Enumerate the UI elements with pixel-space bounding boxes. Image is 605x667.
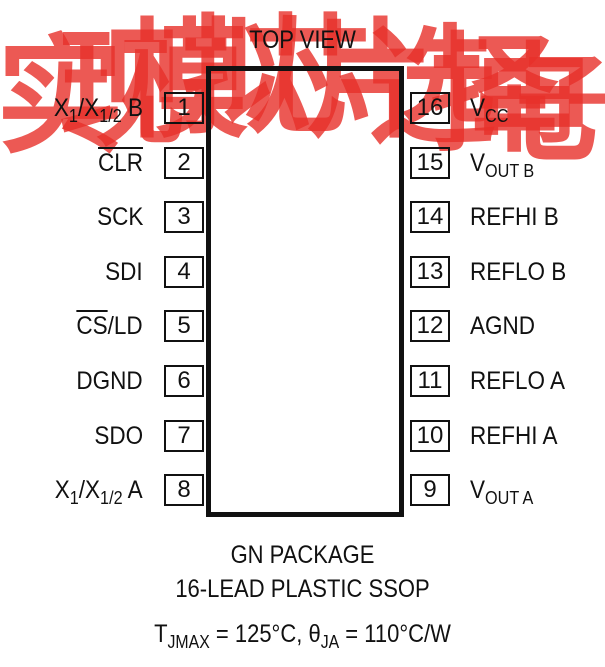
pin-label-part: OUT A <box>485 488 534 509</box>
pin-label-part: /X <box>79 476 101 505</box>
pin-number-box: 4 <box>164 255 204 288</box>
theta-value: = 110°C/W <box>339 620 451 648</box>
top-view-label: TOP VIEW <box>249 26 356 54</box>
pin-label-part: DGND <box>76 367 143 395</box>
pin-number-box: 3 <box>164 201 204 234</box>
pin-number-box: 14 <box>410 201 450 234</box>
pin-number-box: 12 <box>410 310 450 343</box>
pin-number-box: 15 <box>410 146 450 179</box>
pin-number-box: 16 <box>410 92 450 124</box>
theta-symbol: θ <box>308 620 321 648</box>
pin-label-part: REFHI A <box>470 421 558 450</box>
pin-label-part: V <box>470 148 486 177</box>
pin-number-box: 2 <box>164 146 204 179</box>
pin-label-part: REFLO B <box>470 257 567 286</box>
pin-number-box: 7 <box>164 419 204 452</box>
pin-label: X1/X1/2 A <box>55 474 143 514</box>
pin-label: DGND <box>77 365 143 397</box>
pin-number-box: 5 <box>164 310 204 343</box>
pin-label-part: CS <box>76 312 108 341</box>
pin-label-part: AGND <box>470 312 536 341</box>
pin-label-part: CC <box>485 106 509 126</box>
ic-package-outline <box>206 66 404 517</box>
pin-label: CS/LD <box>77 310 143 342</box>
package-name: GN PACKAGE <box>230 541 375 569</box>
pin-label: VCC <box>470 92 508 132</box>
pin-label-part: CLR <box>97 148 143 177</box>
pin-label-part: X <box>53 94 69 122</box>
pin-number-box: 8 <box>164 474 204 507</box>
pin-number-box: 10 <box>410 419 450 452</box>
pin-number-box: 11 <box>410 365 450 397</box>
pin-number-box: 13 <box>410 255 450 288</box>
pin-label: VOUT B <box>470 147 534 187</box>
pin-label-part: /LD <box>107 312 143 341</box>
pin-label-part: SDO <box>94 421 143 450</box>
package-type: 16-LEAD PLASTIC SSOP <box>175 575 430 603</box>
pin-label: AGND <box>470 310 535 342</box>
pin-label-part: 1 <box>70 488 80 509</box>
tjmax-symbol: T <box>154 620 168 648</box>
pin-label-part: A <box>122 476 143 505</box>
tjmax-value: = 125°C, <box>209 620 309 648</box>
pin-number-box: 1 <box>164 92 204 124</box>
pin-label-part: OUT B <box>485 160 535 181</box>
pin-label-part: V <box>470 476 486 505</box>
pin-number-box: 9 <box>410 474 450 507</box>
pin-label-part: X <box>55 476 71 505</box>
pin-label: SCK <box>97 201 143 233</box>
pin-label: VOUT A <box>470 474 533 514</box>
pin-label-part: 1 <box>68 106 78 126</box>
pin-label: REFLO B <box>470 256 566 288</box>
pin-label-part: SCK <box>96 203 143 232</box>
pin-label-part: REFHI B <box>470 203 559 232</box>
pin-label: REFHI A <box>470 420 558 452</box>
pin-label-part: B <box>121 94 143 122</box>
pin-label-part: V <box>470 94 486 122</box>
pin-label-part: /X <box>77 94 100 122</box>
thermal-spec: TJMAX = 125°C, θJA = 110°C/W <box>36 620 568 653</box>
pin-label: SDO <box>94 420 143 452</box>
pin-label: CLR <box>98 147 143 179</box>
pin-label-part: SDI <box>105 257 143 286</box>
pin-label: REFLO A <box>470 365 565 397</box>
pin-label: REFHI B <box>470 201 559 233</box>
pin-number-box: 6 <box>164 365 204 397</box>
theta-subscript: JA <box>320 632 340 652</box>
tjmax-subscript: JMAX <box>167 632 210 652</box>
pin-label-part: 1/2 <box>100 488 123 509</box>
pin-label-part: 1/2 <box>99 106 122 126</box>
pin-label: SDI <box>105 256 143 288</box>
pin-label: X1/X1/2 B <box>54 92 143 132</box>
pin-label-part: REFLO A <box>470 367 566 395</box>
